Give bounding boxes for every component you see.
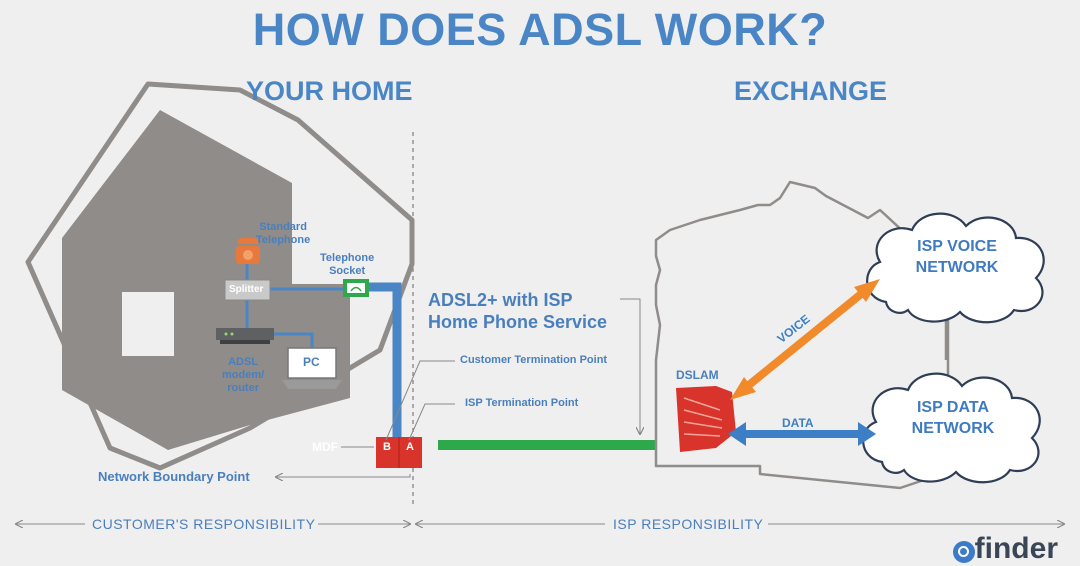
laptop-icon bbox=[282, 347, 342, 389]
isp-data-network-label: ISP DATA NETWORK bbox=[911, 399, 995, 437]
house-window bbox=[122, 292, 174, 356]
pc-label: PC bbox=[303, 355, 320, 369]
socket-mdf-cable bbox=[368, 282, 402, 440]
splitter-label: Splitter bbox=[229, 284, 264, 295]
modem-pc-cable bbox=[270, 332, 314, 348]
house-shape bbox=[62, 110, 350, 450]
isp-termination-label: ISP Termination Point bbox=[465, 397, 579, 409]
splitter-icon bbox=[224, 279, 271, 301]
adsl-line bbox=[438, 440, 683, 450]
data-label: DATA bbox=[782, 416, 814, 430]
exchange-title: EXCHANGE bbox=[734, 76, 888, 106]
your-home-title: YOUR HOME bbox=[246, 76, 413, 106]
mdf-a-label: A bbox=[406, 441, 414, 453]
adsl-modem-label: ADSL modem/ router bbox=[222, 356, 265, 394]
customer-responsibility-label: CUSTOMER'S RESPONSIBILITY bbox=[92, 516, 316, 532]
data-arrow bbox=[728, 422, 876, 446]
cloud-icon bbox=[866, 212, 1045, 324]
isp-responsibility-label: ISP RESPONSIBILITY bbox=[613, 516, 764, 532]
isp-voice-network-label: ISP VOICE NETWORK bbox=[915, 238, 999, 276]
voice-arrow bbox=[730, 279, 880, 400]
wall-socket-icon bbox=[343, 279, 369, 297]
customer-termination-label: Customer Termination Point bbox=[460, 354, 608, 366]
standard-telephone-label: Standard Telephone bbox=[256, 221, 311, 246]
dslam-icon bbox=[676, 386, 736, 452]
modem-icon bbox=[216, 328, 274, 344]
dslam-label: DSLAM bbox=[676, 368, 719, 382]
cloud-icon bbox=[862, 372, 1041, 484]
mdf-b-label: B bbox=[383, 441, 391, 453]
telephone-icon bbox=[236, 238, 260, 264]
mdf-label: MDF bbox=[312, 440, 338, 454]
leader-customer-termination bbox=[385, 360, 455, 441]
leader-network-boundary bbox=[276, 474, 411, 477]
mdf-box-icon bbox=[376, 437, 422, 468]
leader-service bbox=[620, 298, 640, 434]
leader-isp-termination bbox=[408, 403, 455, 441]
service-label: ADSL2+ with ISP Home Phone Service bbox=[428, 290, 608, 332]
brand-logo: finder bbox=[974, 532, 1058, 565]
finder-logo-icon bbox=[953, 541, 975, 563]
page-title: HOW DOES ADSL WORK? bbox=[252, 4, 828, 55]
telephone-socket-label: Telephone Socket bbox=[320, 252, 375, 277]
network-boundary-label: Network Boundary Point bbox=[98, 469, 250, 484]
